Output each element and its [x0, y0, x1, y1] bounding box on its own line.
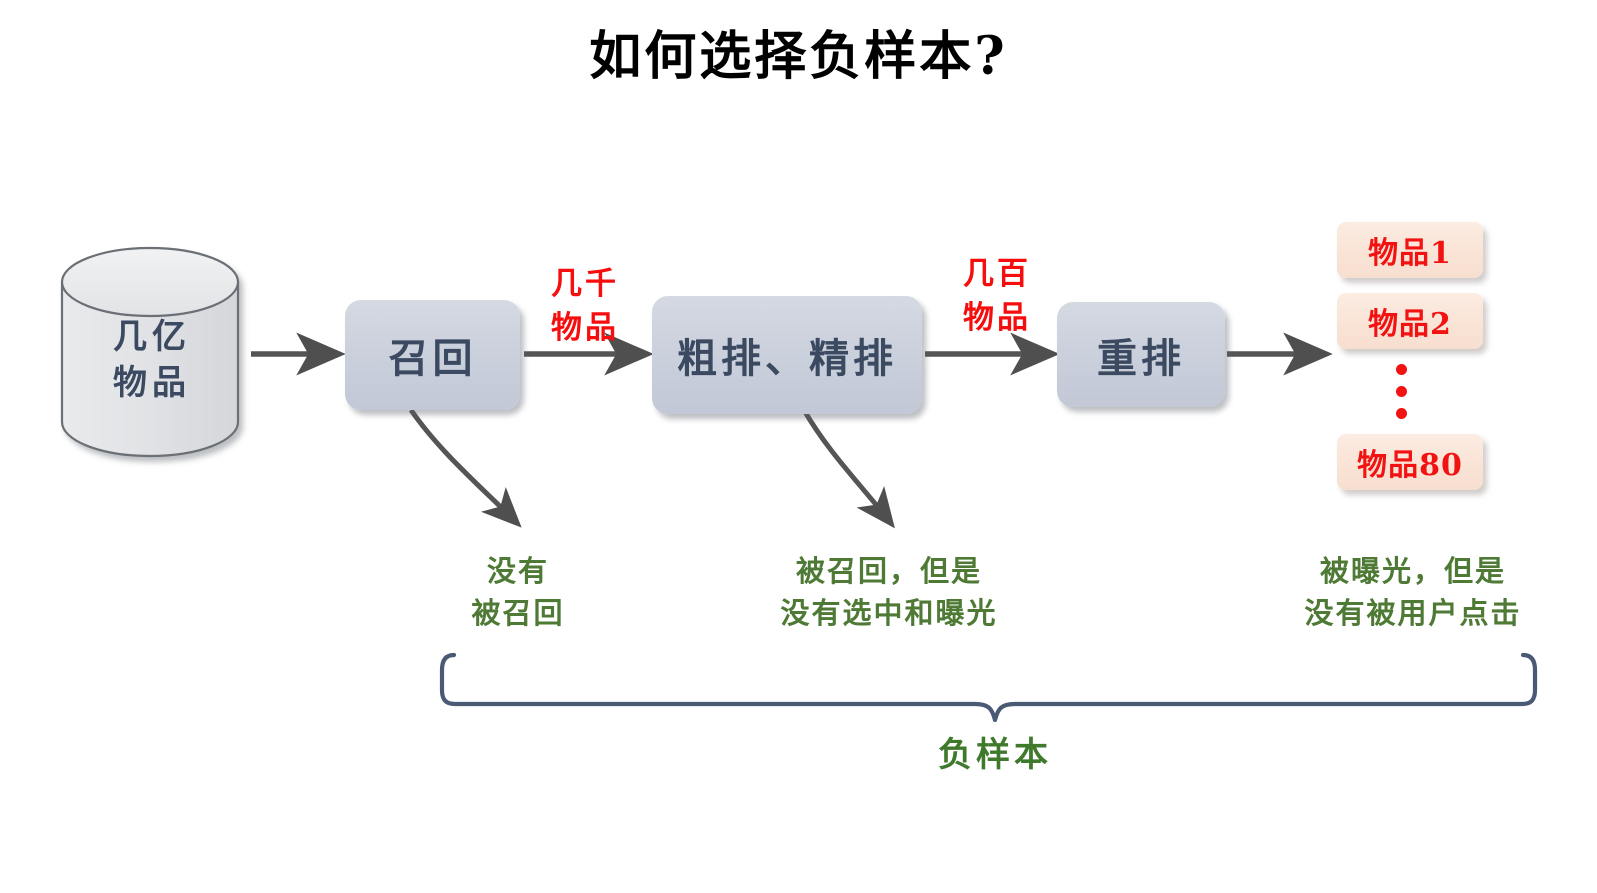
note-not-exposed: 被召回，但是 没有选中和曝光 [780, 554, 998, 630]
stage-box-recall[interactable]: 召回 [345, 300, 520, 410]
database-cylinder-icon [60, 246, 240, 458]
item-chip-2[interactable]: 物品2 [1337, 293, 1483, 349]
note-not-clicked: 被曝光，但是 没有被用户点击 [1304, 554, 1522, 630]
count-label-after-ranking: 几百 物品 [963, 256, 1031, 336]
vertical-ellipsis-icon [1390, 364, 1412, 419]
page-title: 如何选择负样本? [589, 26, 1008, 87]
stage-box-rerank[interactable]: 重排 [1057, 302, 1225, 407]
stage-label-ranking: 粗排、精排 [677, 335, 897, 382]
negative-sample-brace [439, 652, 1538, 723]
stage-label-rerank: 重排 [1097, 334, 1185, 382]
item-chip-label-1: 物品1 [1368, 236, 1452, 271]
item-chip-label-2: 物品2 [1368, 307, 1452, 342]
item-chip-1[interactable]: 物品1 [1337, 222, 1483, 278]
note-not-recalled: 没有 被召回 [471, 554, 565, 630]
count-label-after-recall: 几千 物品 [551, 266, 619, 346]
curved-arrow-ranking-to-note [801, 408, 895, 529]
item-chip-label-80: 物品80 [1357, 448, 1463, 483]
source-label: 几亿 物品 [113, 317, 191, 403]
brace-label-negative-samples: 负样本 [938, 735, 1052, 775]
item-chip-80[interactable]: 物品80 [1337, 434, 1483, 490]
stage-box-ranking[interactable]: 粗排、精排 [652, 296, 922, 414]
curved-arrow-recall-to-note [408, 408, 522, 528]
stage-label-recall: 召回 [388, 335, 477, 382]
